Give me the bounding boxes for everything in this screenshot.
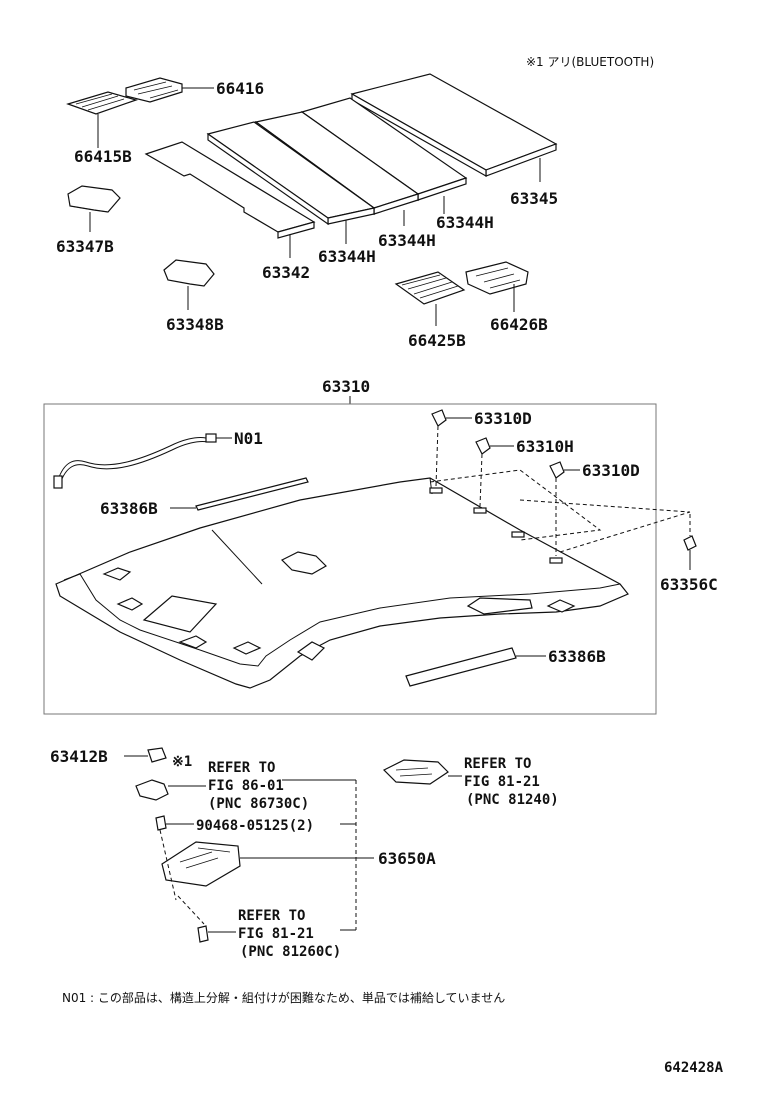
assembly-frame	[43, 403, 657, 715]
ref2-line2[interactable]: FIG 81-21	[464, 774, 540, 790]
label-63310d-upper[interactable]: 63310D	[474, 409, 532, 428]
label-n01[interactable]: N01	[234, 429, 263, 448]
label-63344h-2[interactable]: 63344H	[378, 231, 436, 250]
label-63310d-lower[interactable]: 63310D	[582, 461, 640, 480]
part-63345-shape	[350, 73, 558, 178]
ref3-line1: REFER TO	[238, 908, 305, 924]
label-63344h-1[interactable]: 63344H	[436, 213, 494, 232]
part-63386b-strip-upper	[195, 477, 309, 511]
label-63344h-3[interactable]: 63344H	[318, 247, 376, 266]
label-63412b[interactable]: 63412B	[50, 747, 108, 766]
bluetooth-note: ※1 アリ(BLUETOOTH)	[526, 55, 654, 69]
footnote-n01: N01 : この部品は、構造上分解・組付けが困難なため、単品では補給していません	[62, 990, 505, 1005]
star1-mark: ※1	[172, 754, 192, 770]
label-63347b[interactable]: 63347B	[56, 237, 114, 256]
part-63347b-shape	[67, 185, 121, 213]
label-63310h[interactable]: 63310H	[516, 437, 574, 456]
part-63344h-shape-3	[206, 121, 376, 226]
part-n01-harness	[53, 433, 217, 489]
label-90468[interactable]: 90468-05125(2)	[196, 818, 314, 834]
label-63356c[interactable]: 63356C	[660, 575, 718, 594]
label-63650a[interactable]: 63650A	[378, 849, 436, 868]
label-66415b[interactable]: 66415B	[74, 147, 132, 166]
part-63412b-shape	[147, 747, 167, 763]
label-63386b-upper[interactable]: 63386B	[100, 499, 158, 518]
part-63386b-strip-lower	[405, 647, 517, 687]
part-63348b-shape	[163, 259, 215, 287]
part-66416-shape	[125, 77, 183, 103]
label-63345[interactable]: 63345	[510, 189, 558, 208]
label-66425b[interactable]: 66425B	[408, 331, 466, 350]
label-63342[interactable]: 63342	[262, 263, 310, 282]
ref3-line3: (PNC 81260C)	[240, 944, 341, 960]
clip-63356c	[683, 535, 697, 551]
ref2-line3: (PNC 81240)	[466, 792, 559, 808]
part-66426b-shape	[465, 261, 529, 295]
part-66425b-shape	[394, 271, 466, 305]
figure-id: 642428A	[664, 1060, 724, 1076]
part-microphone-shape	[135, 779, 169, 801]
ref1-line2[interactable]: FIG 86-01	[208, 778, 284, 794]
part-screw-shape	[155, 815, 167, 831]
part-63650a-console	[161, 841, 241, 887]
label-66426b[interactable]: 66426B	[490, 315, 548, 334]
ref2-line1: REFER TO	[464, 756, 531, 772]
part-63310-headliner	[55, 477, 629, 689]
clip-63310d-upper	[431, 409, 447, 427]
ref1-line1: REFER TO	[208, 760, 275, 776]
ref1-line3: (PNC 86730C)	[208, 796, 309, 812]
part-66415b-shape	[66, 91, 138, 115]
clip-63310h	[475, 437, 491, 455]
ref3-line2[interactable]: FIG 81-21	[238, 926, 314, 942]
part-map-lamp-ref-shape	[382, 759, 449, 785]
part-63342-shape	[144, 141, 316, 239]
label-63348b[interactable]: 63348B	[166, 315, 224, 334]
clip-63310d-lower	[549, 461, 565, 479]
label-63386b-lower[interactable]: 63386B	[548, 647, 606, 666]
label-63310[interactable]: 63310	[322, 377, 370, 396]
part-bulb-shape	[197, 925, 209, 943]
label-66416[interactable]: 66416	[216, 79, 264, 98]
